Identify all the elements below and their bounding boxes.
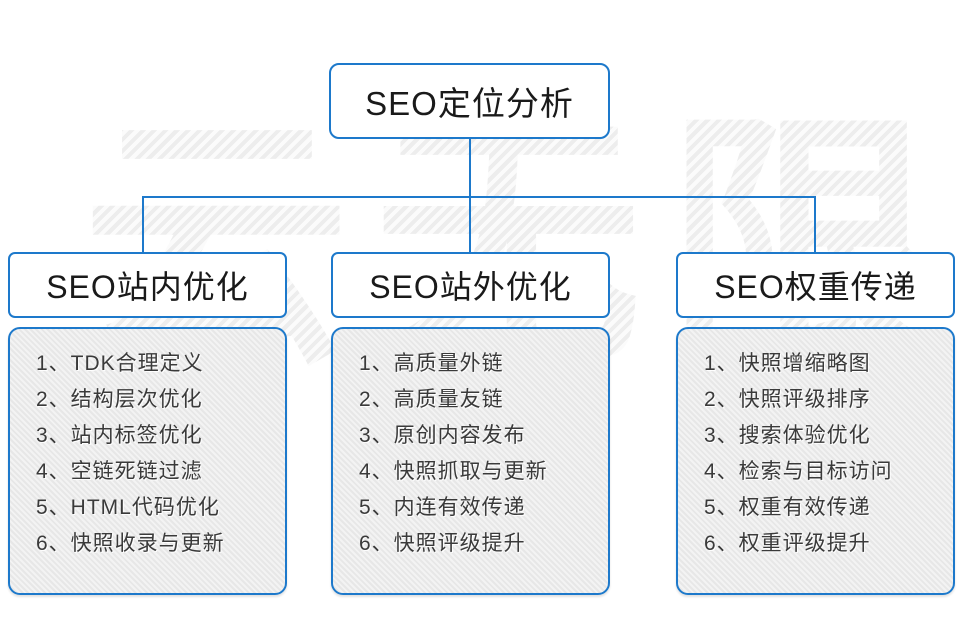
connector-left-vertical xyxy=(142,196,144,254)
list-panel-offsite: 1、高质量外链 2、高质量友链 3、原创内容发布 4、快照抓取与更新 5、内连有… xyxy=(331,327,610,595)
list-item: 4、空链死链过滤 xyxy=(36,460,203,483)
root-node-label: SEO定位分析 xyxy=(365,85,574,122)
list-panel-weight-transfer: 1、快照增缩略图 2、快照评级排序 3、搜索体验优化 4、检索与目标访问 5、权… xyxy=(676,327,955,595)
connector-root-vertical xyxy=(469,137,471,198)
list-item: 5、内连有效传递 xyxy=(359,496,526,519)
branch-node-label: SEO权重传递 xyxy=(714,269,917,305)
list-item: 2、快照评级排序 xyxy=(704,388,871,411)
list-item: 5、权重有效传递 xyxy=(704,496,871,519)
list-item: 6、权重评级提升 xyxy=(704,532,871,555)
branch-node-label: SEO站外优化 xyxy=(369,269,572,305)
list-item: 4、检索与目标访问 xyxy=(704,460,893,483)
list-item: 1、高质量外链 xyxy=(359,352,504,375)
list-item: 2、高质量友链 xyxy=(359,388,504,411)
connector-middle-vertical xyxy=(469,196,471,254)
list-item: 1、TDK合理定义 xyxy=(36,352,204,375)
list-item: 6、快照收录与更新 xyxy=(36,532,225,555)
list-item: 3、原创内容发布 xyxy=(359,424,526,447)
branch-node-onsite: SEO站内优化 xyxy=(8,252,287,318)
list-item: 3、站内标签优化 xyxy=(36,424,203,447)
connector-horizontal-bar xyxy=(142,196,816,198)
list-item: 6、快照评级提升 xyxy=(359,532,526,555)
list-panel-onsite: 1、TDK合理定义 2、结构层次优化 3、站内标签优化 4、空链死链过滤 5、H… xyxy=(8,327,287,595)
branch-node-weight-transfer: SEO权重传递 xyxy=(676,252,955,318)
connector-right-vertical xyxy=(814,196,816,254)
branch-node-label: SEO站内优化 xyxy=(46,269,249,305)
list-item: 4、快照抓取与更新 xyxy=(359,460,548,483)
list-item: 3、搜索体验优化 xyxy=(704,424,871,447)
list-item: 5、HTML代码优化 xyxy=(36,496,220,519)
branch-node-offsite: SEO站外优化 xyxy=(331,252,610,318)
list-item: 2、结构层次优化 xyxy=(36,388,203,411)
root-node-seo-positioning: SEO定位分析 xyxy=(329,63,610,139)
list-item: 1、快照增缩略图 xyxy=(704,352,871,375)
